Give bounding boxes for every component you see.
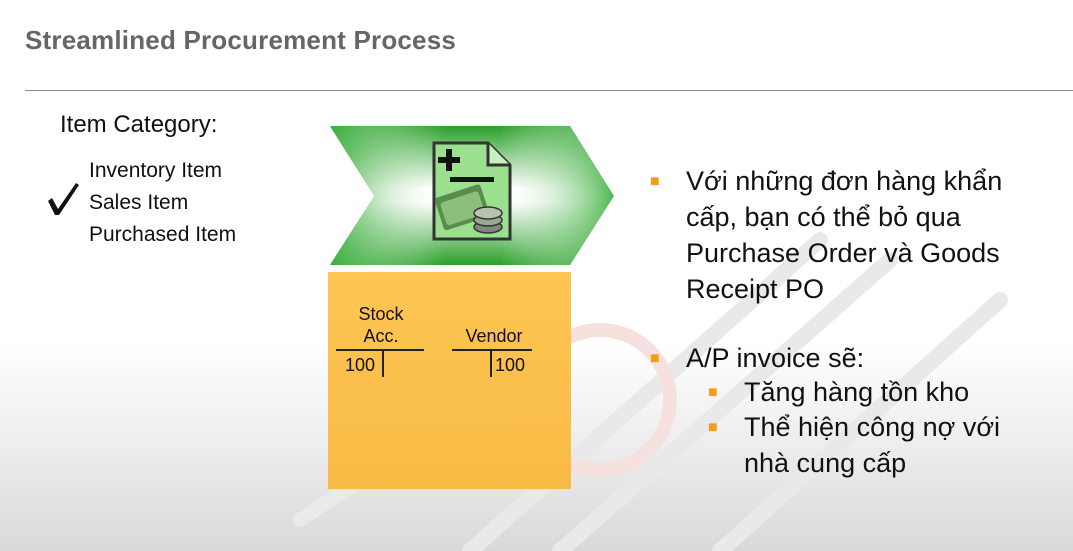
stock-account-debit: 100 [345, 355, 376, 375]
bullet-1-text: Với những đơn hàng khẩn cấp, bạn có thể … [686, 166, 1003, 304]
vendor-account-label: Vendor [465, 326, 523, 346]
sub-bullet-1-text: Tăng hàng tồn kho [744, 377, 970, 407]
title-divider [25, 90, 1073, 91]
vendor-account-vertical-line [490, 349, 492, 377]
slide-title: Streamlined Procurement Process [25, 25, 457, 55]
category-item-inventory: Inventory Item [89, 159, 223, 182]
stock-account-label-line2: Acc. [363, 326, 399, 346]
ap-invoice-document-icon [432, 141, 512, 241]
category-item-purchased: Purchased Item [89, 223, 237, 246]
stock-account-label-line1: Stock [358, 304, 404, 324]
vendor-account-credit: 100 [495, 355, 526, 375]
stock-account-vertical-line [382, 349, 384, 377]
category-item-sales: Sales Item [89, 191, 189, 214]
sub-bullet-marker-2: ■ [708, 419, 718, 436]
bullet-2-text: A/P invoice sẽ: [686, 343, 865, 373]
check-icon [48, 183, 79, 215]
t-account-box: Stock Acc. 100 Vendor 100 [328, 272, 571, 489]
bullet-marker-2: ■ [650, 350, 660, 367]
vendor-account-horizontal-line [452, 349, 532, 351]
stock-account-horizontal-line [336, 349, 424, 351]
bullet-marker-1: ■ [650, 173, 660, 190]
sub-bullet-2-text: Thể hiện công nợ với nhà cung cấp [744, 412, 1001, 478]
item-category-heading: Item Category: [60, 111, 218, 138]
sub-bullet-marker-1: ■ [708, 384, 718, 401]
item-category-list: Inventory Item Sales Item Purchased Item [89, 155, 236, 251]
